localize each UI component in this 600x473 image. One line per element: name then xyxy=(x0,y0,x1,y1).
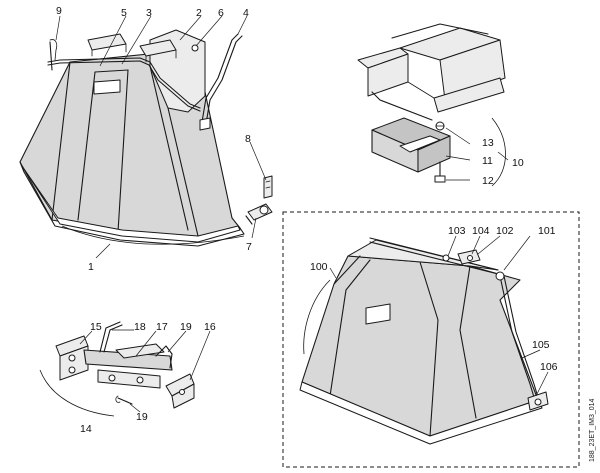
leader-lines-detail-top xyxy=(445,127,509,181)
callout-13: 13 xyxy=(482,137,494,149)
callout-8: 8 xyxy=(245,133,251,145)
callout-3: 3 xyxy=(146,7,152,19)
bracket-arc-10 xyxy=(491,117,506,187)
catcher-detail-assembly xyxy=(299,237,549,445)
callout-2: 2 xyxy=(196,7,202,19)
callout-104: 104 xyxy=(472,225,490,237)
callout-6: 6 xyxy=(218,7,224,19)
callout-18: 18 xyxy=(134,321,146,333)
mounting-block-detail xyxy=(357,23,506,183)
leader-lines-main xyxy=(55,15,267,259)
callout-4: 4 xyxy=(243,7,249,19)
callout-19b: 19 xyxy=(136,411,148,423)
callout-106: 106 xyxy=(540,361,558,373)
callout-14: 14 xyxy=(80,423,92,435)
bracket-arc-14 xyxy=(39,369,115,417)
callout-1: 1 xyxy=(88,261,94,273)
hitch-bracket-detail xyxy=(55,321,195,409)
callout-17: 17 xyxy=(156,321,168,333)
callout-15: 15 xyxy=(90,321,102,333)
callout-labels: 1 2 3 4 5 6 7 8 9 10 11 12 13 14 15 16 1… xyxy=(56,5,558,435)
callout-10: 10 xyxy=(512,157,524,169)
callout-16: 16 xyxy=(204,321,216,333)
callout-102: 102 xyxy=(496,225,514,237)
leader-lines-bracket xyxy=(79,329,211,413)
leader-lines-detail-box xyxy=(329,235,549,397)
detail-frame xyxy=(282,211,580,468)
rotation-arc-100 xyxy=(303,279,331,355)
callout-103: 103 xyxy=(448,225,466,237)
drawing-reference-code: 188_23ET_IM3_014 xyxy=(589,398,596,462)
grass-catcher-assembly xyxy=(19,29,273,247)
callout-105: 105 xyxy=(532,339,550,351)
callout-101: 101 xyxy=(538,225,556,237)
callout-11: 11 xyxy=(482,155,493,167)
callout-12: 12 xyxy=(482,175,494,187)
callout-100: 100 xyxy=(310,261,328,273)
rotation-arc-1 xyxy=(61,225,245,245)
callout-7: 7 xyxy=(246,241,252,253)
callout-19a: 19 xyxy=(180,321,192,333)
callout-9: 9 xyxy=(56,5,62,17)
callout-5: 5 xyxy=(121,7,127,19)
